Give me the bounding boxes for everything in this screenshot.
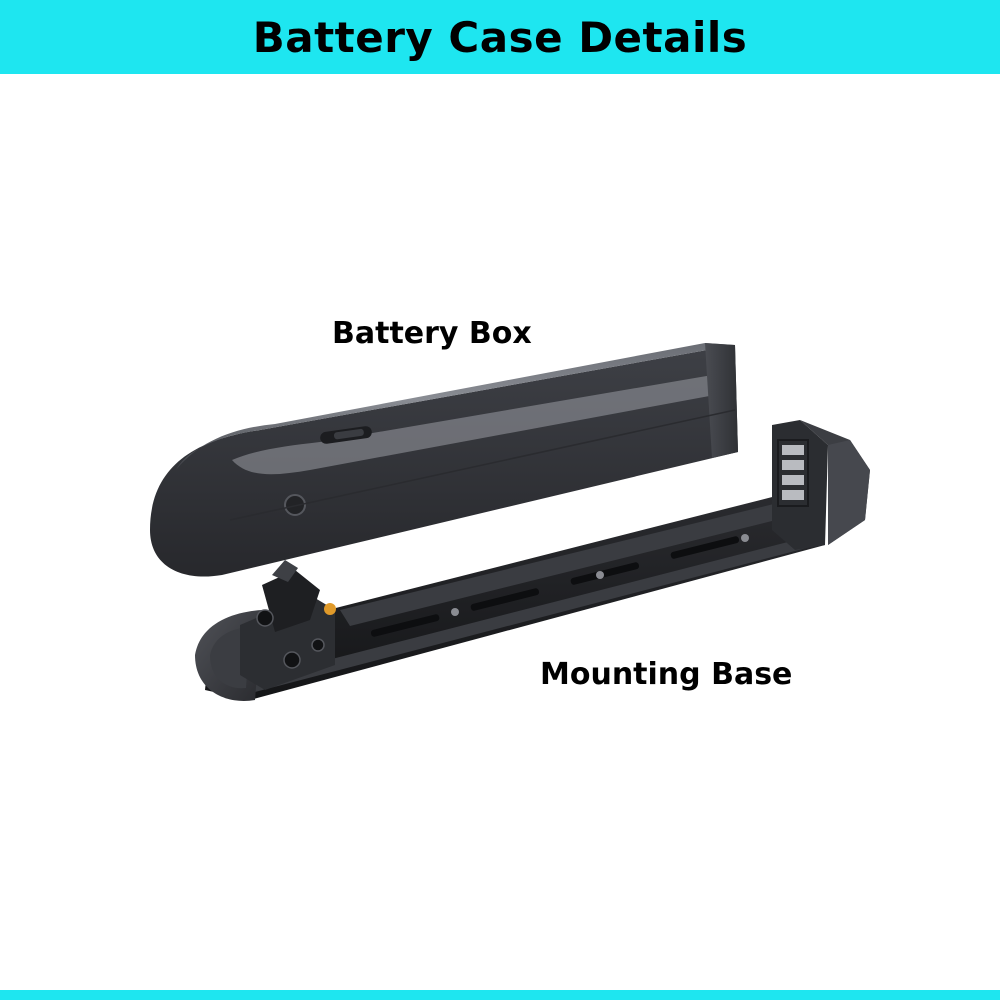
footer-strip [0, 990, 1000, 1000]
mounting-slot [370, 614, 440, 637]
battery-box-label: Battery Box [332, 316, 532, 351]
lock-keyhole-icon [284, 494, 306, 516]
header-banner: Battery Case Details [0, 0, 1000, 74]
screw-icon [596, 571, 604, 579]
mounting-base-rail [250, 535, 818, 692]
mounting-base-label: Mounting Base [540, 657, 793, 692]
connector-plate [772, 420, 870, 550]
mounting-base-rail [340, 500, 800, 626]
connector-contact [782, 460, 804, 470]
connector-contact [782, 490, 804, 500]
lock-mechanism [240, 560, 336, 690]
screw-icon [451, 608, 459, 616]
accent-pin-icon [324, 603, 336, 615]
battery-box-end-cap [705, 343, 738, 458]
battery-box-highlight [232, 372, 731, 475]
mounting-slot [470, 588, 540, 611]
page-title: Battery Case Details [252, 12, 748, 62]
connector-contact [782, 445, 804, 455]
mounting-slot [670, 536, 740, 559]
product-photo [150, 343, 870, 701]
mounting-base [195, 420, 870, 701]
screw-icon [741, 534, 749, 542]
connector-contact [782, 475, 804, 485]
battery-box-seam [229, 409, 736, 521]
battery-box [150, 343, 738, 577]
battery-indicator-leds [333, 428, 364, 440]
mounting-slot [570, 562, 640, 585]
